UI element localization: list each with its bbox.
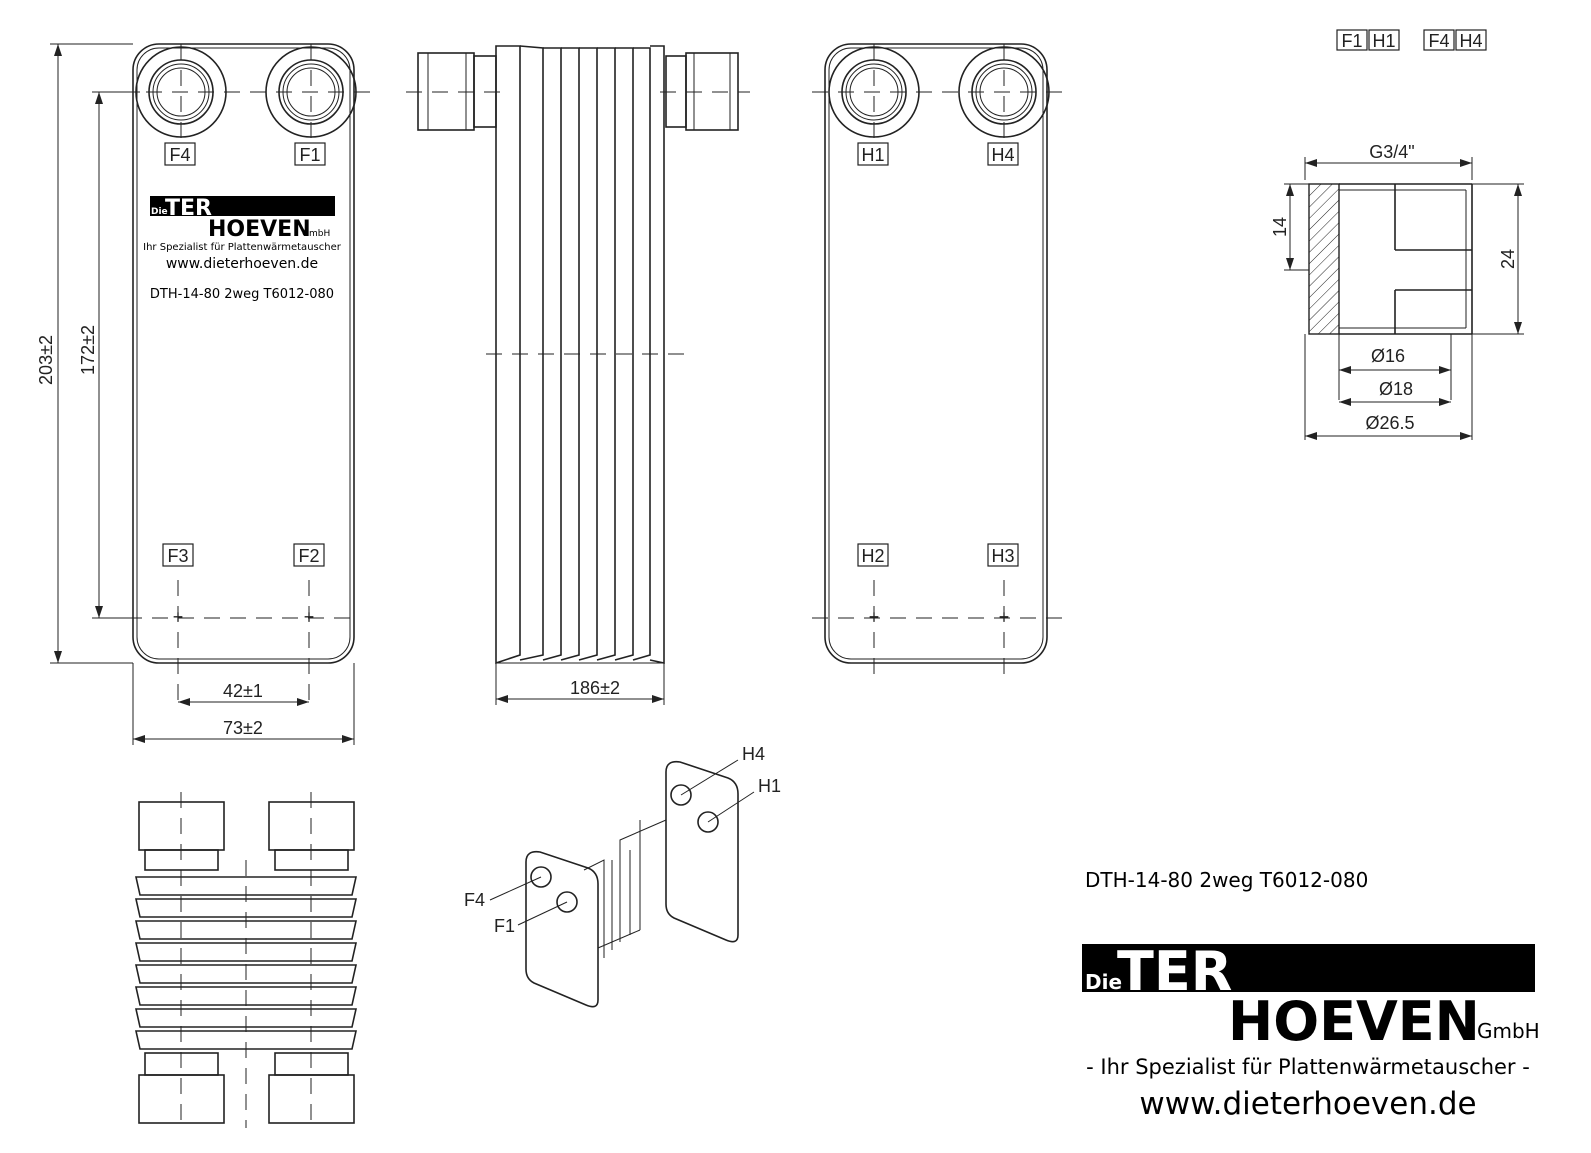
dia-16: Ø16 xyxy=(1371,346,1405,366)
back-view: H1 H4 H2 H3 + + xyxy=(812,43,1062,675)
svg-text:+: + xyxy=(999,607,1010,627)
thread-size: G3/4" xyxy=(1369,142,1414,162)
front-view: F4 F1 F3 F2 + + Die TER HOEVEN GmbH Ihr … xyxy=(36,43,370,745)
logo-die: Die xyxy=(1085,970,1122,994)
dim-depth: 186±2 xyxy=(570,678,620,698)
plate-logo: Die TER HOEVEN GmbH Ihr Spezialist für P… xyxy=(143,196,342,302)
port-label-f2: F2 xyxy=(298,546,319,566)
back-plate-outline xyxy=(824,43,1048,664)
flow-label-f4: F4 xyxy=(464,890,485,910)
dim-24: 24 xyxy=(1498,249,1518,269)
plate-slogan: Ihr Spezialist für Plattenwärmetauscher xyxy=(143,242,342,253)
dia-18: Ø18 xyxy=(1379,379,1413,399)
dim-width: 73±2 xyxy=(223,718,263,738)
title-model: DTH-14-80 2weg T6012-080 xyxy=(1085,868,1368,892)
plate-stack xyxy=(495,45,665,665)
svg-text:F4: F4 xyxy=(1428,31,1449,51)
title-url: www.dieterhoeven.de xyxy=(1139,1086,1476,1122)
port-label-h1: H1 xyxy=(861,145,884,165)
connection-detail: G3/4" 14 24 Ø16 xyxy=(1270,142,1524,440)
svg-text:GmbH: GmbH xyxy=(302,229,330,239)
port-label-h2: H2 xyxy=(861,546,884,566)
svg-text:+: + xyxy=(173,607,184,627)
top-view xyxy=(135,792,357,1128)
logo-gmbh: GmbH xyxy=(1477,1019,1540,1043)
flow-schematic: H4 H1 F4 F1 xyxy=(464,744,781,1008)
dim-port-spacing: 42±1 xyxy=(223,681,263,701)
svg-text:TER: TER xyxy=(165,196,212,221)
port-label-f3: F3 xyxy=(167,546,188,566)
logo-hoeven: HOEVEN xyxy=(1228,990,1480,1053)
flow-label-f1: F1 xyxy=(494,916,515,936)
svg-text:F1: F1 xyxy=(1341,31,1362,51)
svg-text:H4: H4 xyxy=(1459,31,1482,51)
logo-ter: TER xyxy=(1117,940,1232,1003)
svg-text:HOEVEN: HOEVEN xyxy=(208,217,311,242)
logo-bar xyxy=(1082,944,1535,992)
dim-14: 14 xyxy=(1270,217,1290,237)
front-plate-outline xyxy=(132,43,355,664)
svg-text:H1: H1 xyxy=(1372,31,1395,51)
side-view: 186±2 xyxy=(406,45,750,705)
dim-port-distance: 172±2 xyxy=(78,325,98,375)
svg-text:+: + xyxy=(869,607,880,627)
port-label-h3: H3 xyxy=(991,546,1014,566)
dia-26-5: Ø26.5 xyxy=(1365,413,1414,433)
port-label-h4: H4 xyxy=(991,145,1014,165)
title-slogan: - Ihr Spezialist für Plattenwärmetausche… xyxy=(1086,1055,1530,1079)
dim-height: 203±2 xyxy=(36,335,56,385)
port-label-f4: F4 xyxy=(169,145,190,165)
flow-label-h1: H1 xyxy=(758,776,781,796)
svg-text:+: + xyxy=(304,607,315,627)
flow-label-h4: H4 xyxy=(742,744,765,764)
svg-text:Die: Die xyxy=(151,207,168,217)
plate-fins xyxy=(135,876,357,1050)
plate-model: DTH-14-80 2weg T6012-080 xyxy=(150,287,334,302)
connection-legend: F1 H1 F4 H4 xyxy=(1336,29,1487,51)
plate-url: www.dieterhoeven.de xyxy=(166,256,318,272)
title-block: DTH-14-80 2weg T6012-080 Die TER HOEVEN … xyxy=(1082,868,1540,1122)
port-label-f1: F1 xyxy=(299,145,320,165)
